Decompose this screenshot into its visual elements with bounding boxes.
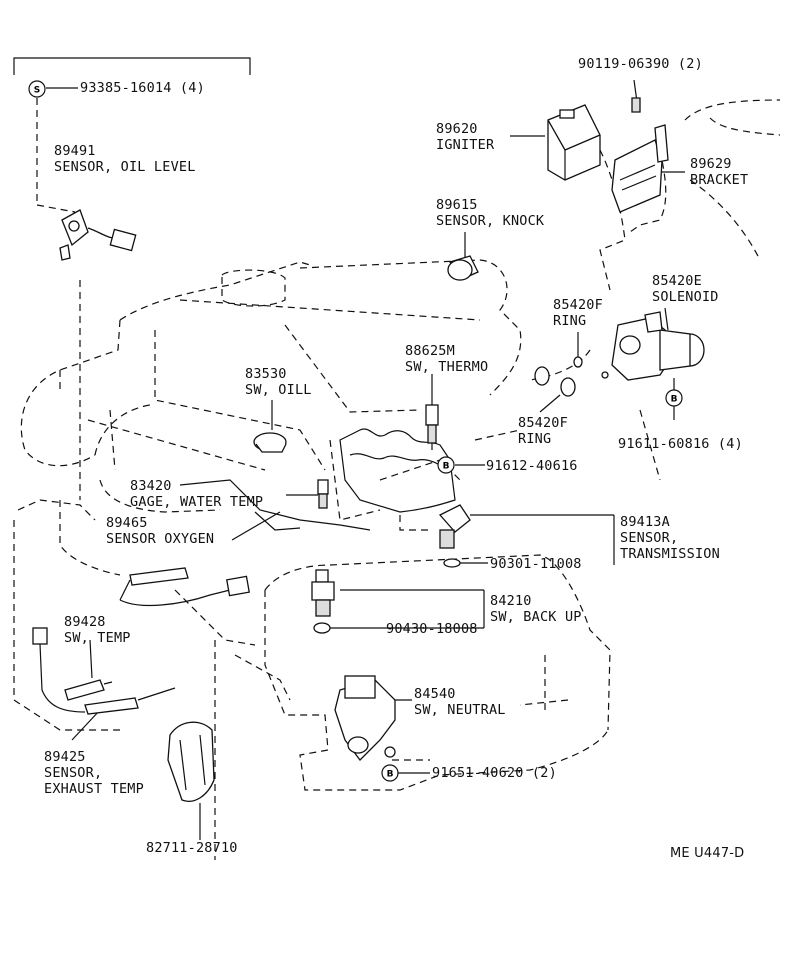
water-temp-gage bbox=[317, 479, 329, 509]
label-89615: 89615 SENSOR, KNOCK bbox=[436, 197, 545, 229]
label-89413A: 89413A SENSOR, TRANSMISSION bbox=[620, 514, 720, 562]
transmission-sensor bbox=[438, 504, 471, 549]
svg-text:B: B bbox=[387, 770, 394, 780]
svg-text:B: B bbox=[443, 462, 450, 472]
neutral-switch bbox=[334, 675, 396, 761]
label-90430: 90430-18008 bbox=[386, 621, 478, 637]
label-83530: 83530 SW, OILL bbox=[245, 366, 312, 398]
label-90301: 90301-11008 bbox=[490, 556, 582, 572]
label-89629: 89629 BRACKET bbox=[690, 156, 749, 188]
solenoid bbox=[601, 311, 705, 381]
label-82711: 82711-28710 bbox=[146, 840, 238, 856]
oxygen-sensor bbox=[119, 567, 250, 607]
label-89465: 89465 SENSOR OXYGEN bbox=[106, 515, 215, 547]
oil-level-sensor bbox=[59, 209, 137, 261]
label-89491: 89491 SENSOR, OIL LEVEL bbox=[54, 143, 196, 175]
diagram-code: ME U447-D bbox=[670, 846, 745, 861]
oil-switch bbox=[253, 432, 287, 453]
label-89428: 89428 SW, TEMP bbox=[64, 614, 131, 646]
leader-lines bbox=[36, 79, 685, 840]
label-93385: 93385-16014 (4) bbox=[80, 80, 205, 96]
igniter bbox=[547, 104, 601, 181]
knock-sensor bbox=[447, 255, 479, 281]
label-85420E: 85420E SOLENOID bbox=[652, 273, 719, 305]
exhaust-manifold bbox=[179, 428, 456, 531]
label-85420F-lower: 85420F RING bbox=[518, 415, 568, 447]
group-bracket-frame bbox=[13, 57, 251, 75]
label-85420F-upper: 85420F RING bbox=[553, 297, 603, 329]
bracket bbox=[611, 97, 669, 213]
marker-s: S bbox=[28, 80, 46, 98]
label-84540: 84540 SW, NEUTRAL bbox=[414, 686, 506, 718]
marker-b-91612: B bbox=[437, 456, 455, 474]
label-88625M: 88625M SW, THERMO bbox=[405, 343, 489, 375]
gasket bbox=[313, 622, 331, 634]
engine-block-outline bbox=[13, 99, 781, 860]
svg-text:S: S bbox=[34, 86, 40, 96]
exhaust-temp-sensor bbox=[32, 627, 176, 715]
rings bbox=[534, 356, 583, 397]
label-89620: 89620 IGNITER bbox=[436, 121, 495, 153]
thermo-switch bbox=[425, 404, 439, 450]
label-91611: 91611-60816 (4) bbox=[618, 436, 743, 452]
marker-b-91651: B bbox=[381, 764, 399, 782]
temp-switch bbox=[64, 679, 113, 701]
label-90119: 90119-06390 (2) bbox=[578, 56, 703, 72]
svg-text:B: B bbox=[671, 395, 678, 405]
label-91651: 91651-40620 (2) bbox=[432, 765, 557, 781]
label-84210: 84210 SW, BACK UP bbox=[490, 593, 582, 625]
o-ring bbox=[443, 558, 461, 568]
marker-b-91611: B bbox=[665, 389, 683, 407]
clamp bbox=[167, 721, 215, 802]
label-91612: 91612-40616 bbox=[486, 458, 578, 474]
label-89425: 89425 SENSOR, EXHAUST TEMP bbox=[44, 749, 144, 797]
label-83420: 83420 GAGE, WATER TEMP bbox=[130, 478, 264, 510]
back-up-switch bbox=[311, 569, 335, 617]
